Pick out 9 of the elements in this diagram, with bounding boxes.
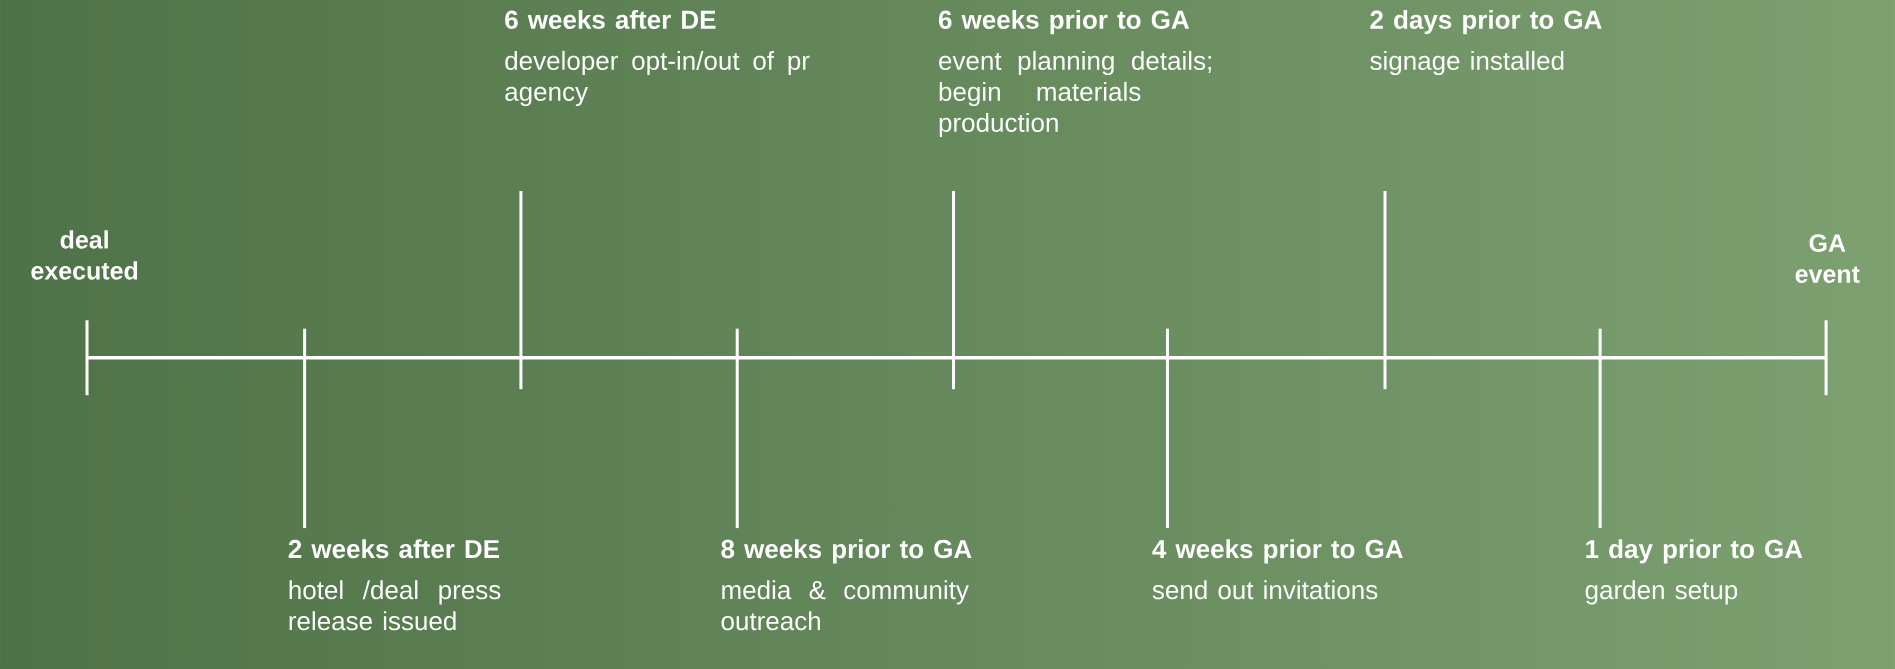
milestone-label: 6 weeks prior to GA event planning details; begin materials production	[938, 9, 1211, 138]
milestone-label: 1 day prior to GA garden setup	[1585, 539, 1803, 605]
endpoint-label: GA event	[1795, 234, 1860, 283]
milestone-label: 8 weeks prior to GA media & community outreach	[721, 539, 972, 631]
milestone-label: 2 weeks after DE hotel /deal press release issued	[288, 539, 501, 631]
milestone-label: 4 weeks prior to GA send out invitations	[1152, 539, 1403, 600]
endpoint-label: deal executed	[31, 230, 138, 280]
milestone-label: 6 weeks after DE developer opt-in/out of pr agency	[505, 9, 810, 107]
milestone-label: 2 days prior to GA signage installed	[1370, 9, 1602, 76]
